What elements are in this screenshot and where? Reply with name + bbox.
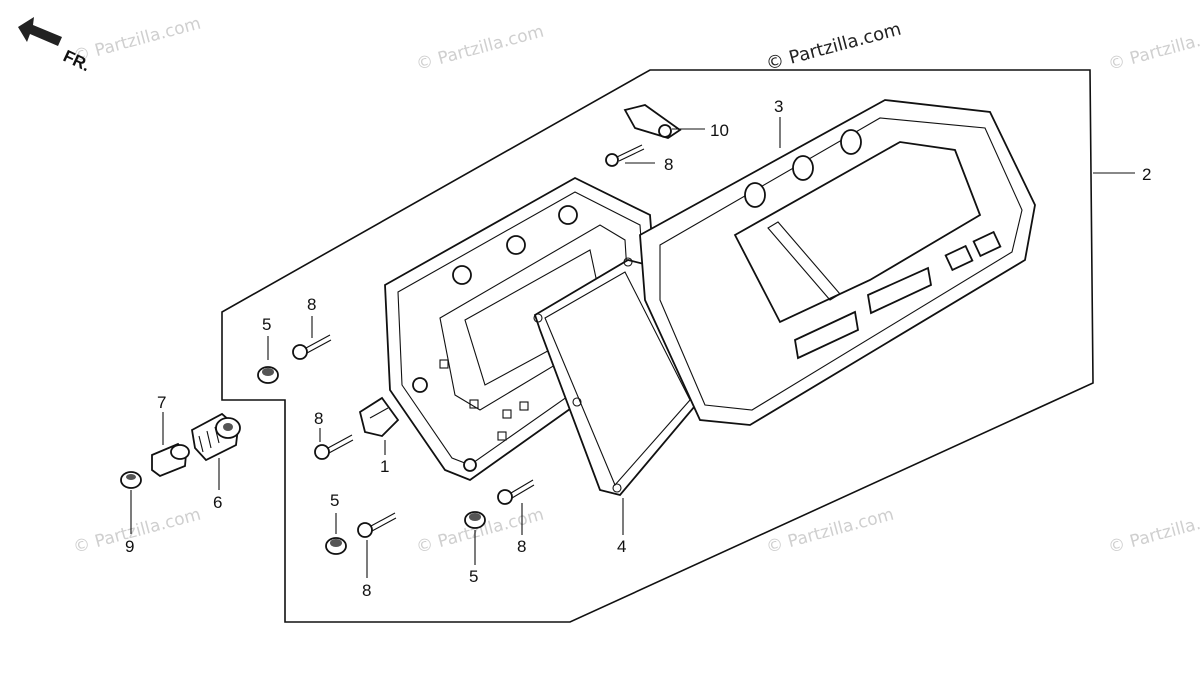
clamp [623,104,705,139]
callout-3: 3 [774,97,783,116]
watermark-text: © Partzilla.com [414,22,546,75]
callout-5-top: 5 [262,315,271,334]
assembly-boundary [221,69,1094,623]
meter-case [384,176,661,482]
callout-4: 4 [617,537,626,556]
callout-10: 10 [710,121,729,140]
callout-6: 6 [213,493,222,512]
screw [605,144,655,167]
wire-clip [358,396,400,455]
watermark-text: © Partzilla.com [1106,505,1200,558]
mounting-rubber-stack [120,412,241,534]
left-hardware [257,316,624,578]
callout-9: 9 [125,537,134,556]
callout-2: 2 [1142,165,1151,184]
watermark-text: © Partzilla.com [71,505,203,558]
callout-8-middle: 8 [314,409,323,428]
callout-8-bottom-center: 8 [517,537,526,556]
callout-5-left: 5 [330,491,339,510]
meter-visor [639,99,1036,426]
callout-8-top-right: 8 [664,155,673,174]
watermark-text: © Partzilla.com [1106,22,1200,75]
callout-8-bottom-left: 8 [362,581,371,600]
watermark-text: © Partzilla.com [764,505,896,558]
watermark-text: © Partzilla.com [764,19,904,75]
arrow-icon [18,17,62,46]
callout-5-bottom: 5 [469,567,478,586]
callout-labels: 1 2 3 4 5 5 5 6 7 8 8 8 8 8 9 10 [125,97,1151,600]
callout-1: 1 [380,457,389,476]
callout-8-top: 8 [307,295,316,314]
callout-7: 7 [157,393,166,412]
